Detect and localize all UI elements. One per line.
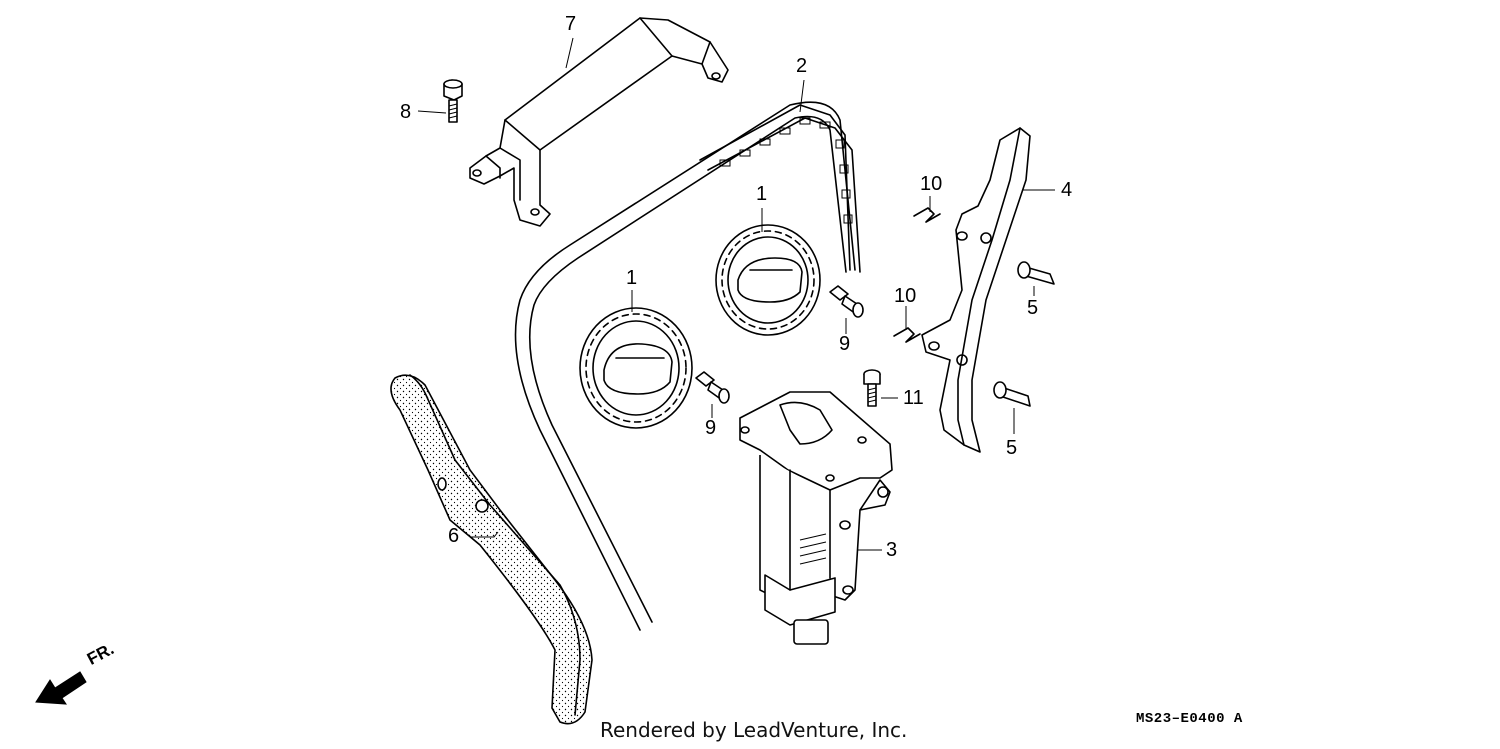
callout-6: 6 bbox=[448, 525, 460, 547]
cam-chain-guide bbox=[921, 127, 1031, 453]
front-direction-arrow bbox=[35, 671, 87, 705]
callout-5-lower: 5 bbox=[1006, 437, 1018, 459]
cam-chain bbox=[514, 101, 861, 631]
bolt-9-lower bbox=[695, 371, 730, 404]
callout-3: 3 bbox=[886, 539, 898, 561]
callout-11: 11 bbox=[903, 387, 924, 409]
callout-10-lower: 10 bbox=[894, 285, 917, 307]
callout-4: 4 bbox=[1061, 179, 1073, 201]
render-credit: Rendered by LeadVenture, Inc. bbox=[600, 718, 908, 742]
callout-9-upper: 9 bbox=[839, 333, 851, 355]
callout-8: 8 bbox=[400, 101, 412, 123]
callout-leaders bbox=[417, 37, 1055, 551]
clip-10-upper bbox=[913, 207, 941, 223]
bolt-8 bbox=[443, 79, 463, 123]
clip-10-lower bbox=[893, 327, 921, 343]
callout-2: 2 bbox=[796, 55, 808, 77]
upper-chain-guide-bracket bbox=[469, 17, 729, 227]
callout-5-upper: 5 bbox=[1027, 297, 1039, 319]
cam-sprocket-upper bbox=[715, 224, 821, 336]
callout-9-lower: 9 bbox=[705, 417, 717, 439]
cam-chain-tensioner bbox=[739, 391, 893, 645]
bolt-11 bbox=[863, 369, 881, 407]
diagram-code: MS23–E0400 A bbox=[1136, 711, 1243, 727]
cam-sprocket-lower bbox=[579, 307, 693, 429]
tensioner-arm bbox=[390, 374, 593, 725]
callout-7: 7 bbox=[565, 13, 577, 35]
callout-10-upper: 10 bbox=[920, 173, 943, 195]
callout-1-lower: 1 bbox=[626, 267, 638, 289]
pin-5-lower bbox=[993, 381, 1031, 407]
callout-1-upper: 1 bbox=[756, 183, 768, 205]
pin-5-upper bbox=[1017, 261, 1055, 285]
bolt-9-upper bbox=[829, 285, 864, 318]
